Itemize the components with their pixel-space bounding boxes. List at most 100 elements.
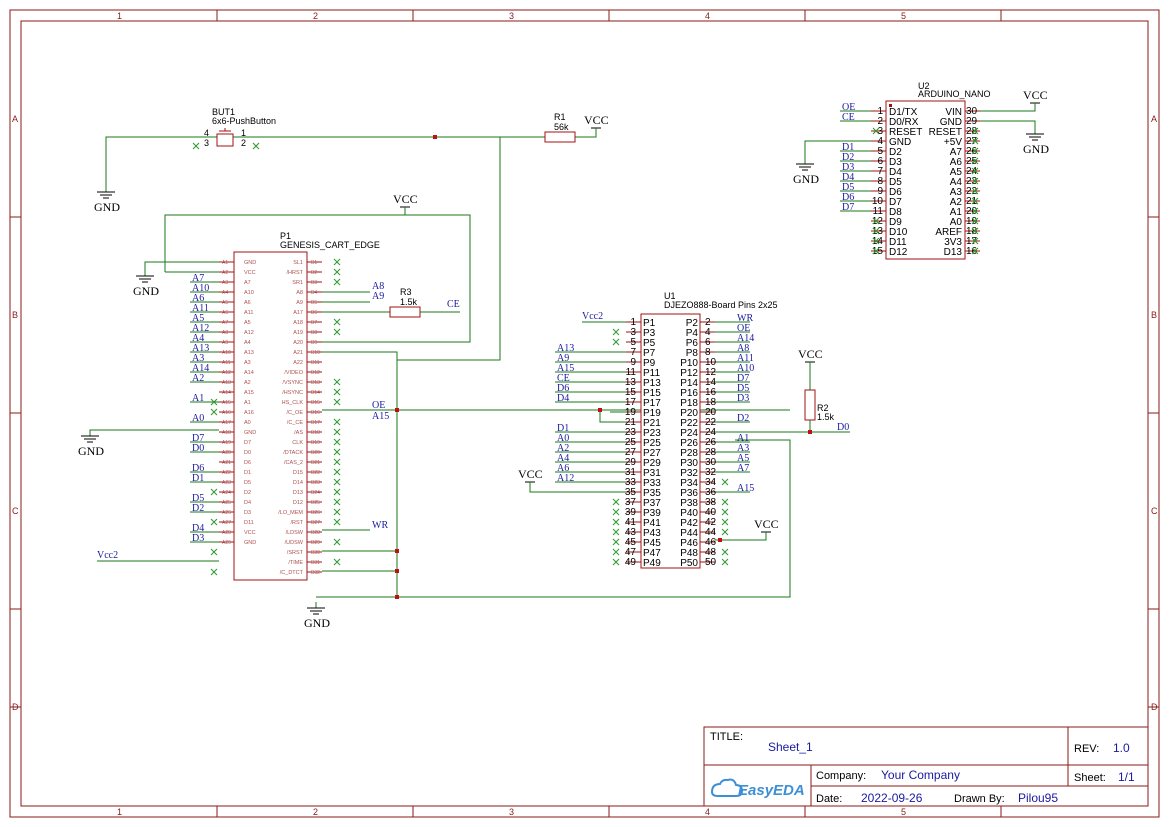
wire-r1-vcc bbox=[575, 128, 597, 138]
p1-left-pin-num: A20 bbox=[222, 450, 231, 456]
u1-right-net: A5 bbox=[737, 453, 749, 464]
u1-left-net: A15 bbox=[557, 363, 574, 374]
u1-left-pin-num: 15 bbox=[625, 387, 637, 398]
p1-right-pin-num: B17 bbox=[311, 420, 320, 426]
cloud-icon bbox=[710, 778, 744, 797]
p1-left-net: D6 bbox=[192, 463, 204, 474]
p1-right-pin-name: /DTACK bbox=[283, 450, 303, 456]
p1-right-pin-num: B19 bbox=[311, 440, 320, 446]
no-connect-mark bbox=[333, 468, 341, 476]
u2-right-pin-name: A1 bbox=[950, 207, 963, 218]
u2-left-pin-name: D4 bbox=[889, 167, 902, 178]
p1-right-pin-num: B9 bbox=[311, 340, 317, 346]
gnd-symbol: GND bbox=[304, 602, 330, 630]
p1-right-pin-name: /LDSW bbox=[286, 530, 304, 536]
p1-left-pin-name: A16 bbox=[244, 410, 254, 416]
p1-left-net: D0 bbox=[192, 443, 204, 454]
no-connect-mark bbox=[971, 187, 979, 195]
u1-right-pin-name: P2 bbox=[686, 318, 699, 329]
u1-right-pin-num: 28 bbox=[705, 447, 717, 458]
col-label-top: 5 bbox=[901, 11, 906, 21]
p1-right-pin-name: A20 bbox=[293, 340, 303, 346]
u1-right-net: D2 bbox=[737, 413, 749, 424]
but1-pin-num: 4 bbox=[204, 128, 209, 138]
u2-left-net: D7 bbox=[842, 202, 854, 213]
u1-right-pin-num: 32 bbox=[705, 467, 717, 478]
p1-right-pin-num: B2 bbox=[311, 270, 317, 276]
wire-p1-gnd2 bbox=[89, 429, 219, 432]
p1-left-pin-name: VCC bbox=[244, 530, 256, 536]
u1-value: DJEZO888-Board Pins 2x25 bbox=[664, 300, 778, 310]
u1-left-pin-name: P15 bbox=[643, 388, 661, 399]
u1-right-net: A1 bbox=[737, 433, 749, 444]
sheet-border-outer bbox=[9, 9, 1160, 818]
junction bbox=[395, 569, 399, 573]
u2-right-pin-num: 21 bbox=[966, 196, 978, 207]
p1-left-pin-name: D3 bbox=[244, 510, 251, 516]
vcc2-net: Vcc2 bbox=[97, 550, 118, 561]
u1-left-pin-num: 31 bbox=[625, 467, 637, 478]
u1-left-pin-num: 23 bbox=[625, 427, 637, 438]
u1-right-pin-name: P42 bbox=[680, 518, 698, 529]
u1-right-pin-name: P22 bbox=[680, 418, 698, 429]
p1-left-pin-name: A7 bbox=[244, 280, 251, 286]
u1-left-net: A12 bbox=[557, 473, 574, 484]
no-connect-mark bbox=[333, 428, 341, 436]
drawn-by-value: Pilou95 bbox=[1018, 791, 1058, 805]
u1-right-net: A11 bbox=[737, 353, 754, 364]
u2-left-pin-name: D2 bbox=[889, 147, 902, 158]
u1-left-pin-name: P31 bbox=[643, 468, 661, 479]
junction bbox=[718, 538, 722, 542]
p1-right-pin-num: B29 bbox=[311, 540, 320, 546]
a9-net: A9 bbox=[372, 291, 384, 302]
col-label-top: 1 bbox=[117, 11, 122, 21]
u1-right-pin-name: P40 bbox=[680, 508, 698, 519]
p1-left-pin-name: A2 bbox=[244, 380, 251, 386]
u2-left-pin-name: D0/RX bbox=[889, 117, 919, 128]
p1-right-pin-num: B20 bbox=[311, 450, 320, 456]
u1-left-pin-num: 37 bbox=[625, 497, 637, 508]
no-connect-mark bbox=[612, 518, 620, 526]
u2-right-pin-name: A6 bbox=[950, 157, 963, 168]
gnd-symbol: GND bbox=[133, 270, 159, 298]
u1-left-pin-name: P19 bbox=[643, 408, 661, 419]
p1-right-pin-name: /HSYNC bbox=[282, 390, 303, 396]
u1-right-pin-num: 18 bbox=[705, 397, 717, 408]
u2-left-pin-name: D11 bbox=[889, 237, 907, 248]
u2-left-pin-num: 2 bbox=[877, 116, 883, 127]
u1-right-net: WR bbox=[737, 313, 753, 324]
no-connect-mark bbox=[971, 207, 979, 215]
p1-left-pin-num: A29 bbox=[222, 540, 231, 546]
p1-right-pin-num: B4 bbox=[311, 290, 317, 296]
u1-left-pin-num: 43 bbox=[625, 527, 637, 538]
u1-right-pin-name: P10 bbox=[680, 358, 698, 369]
p1-right-pin-num: B32 bbox=[311, 570, 320, 576]
p1-right-pin-num: B22 bbox=[311, 470, 320, 476]
u2-left-pin-num: 5 bbox=[877, 146, 883, 157]
u1-right-pin-num: 40 bbox=[705, 507, 717, 518]
p1-right-pin-num: B10 bbox=[311, 350, 320, 356]
p1-right-pin-name: /TIME bbox=[288, 560, 303, 566]
u2-left-pin-name: D8 bbox=[889, 207, 902, 218]
no-connect-mark bbox=[612, 498, 620, 506]
u1-right-pin-name: P20 bbox=[680, 408, 698, 419]
p1-left-pin-name: VCC bbox=[244, 270, 256, 276]
u1-left-pin-name: P33 bbox=[643, 478, 661, 489]
p1-left-pin-name: A0 bbox=[244, 420, 251, 426]
p1-right-pin-num: B28 bbox=[311, 530, 320, 536]
u1-left-net: A4 bbox=[557, 453, 569, 464]
wire-gnd-button bbox=[105, 136, 217, 186]
u1-right-pin-name: P28 bbox=[680, 448, 698, 459]
no-connect-mark bbox=[721, 478, 729, 486]
u2-ref: U2 bbox=[918, 81, 930, 91]
a15-net: A15 bbox=[372, 411, 389, 422]
p1-right-pin-num: B7 bbox=[311, 320, 317, 326]
u2-right-pin-name: A7 bbox=[950, 147, 963, 158]
u1-right-net: A7 bbox=[737, 463, 749, 474]
u1-ref: U1 bbox=[664, 291, 676, 301]
p1-left-net: A13 bbox=[192, 343, 209, 354]
wire-u2-gnd bbox=[804, 140, 871, 160]
resistor-r3 bbox=[389, 306, 421, 318]
u2-left-net: CE bbox=[842, 112, 855, 123]
